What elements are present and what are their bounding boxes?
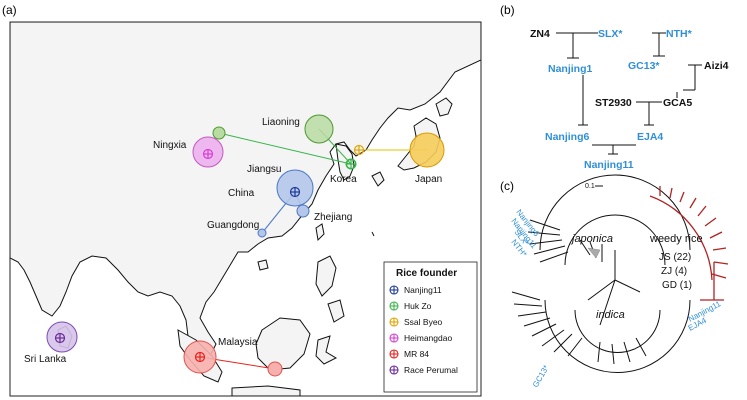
borneo-island [255, 317, 311, 371]
tree-weedy-rice-label: weedy rice [649, 233, 703, 245]
legend-item: MR 84 [389, 349, 429, 359]
legend-label: Nanjing11 [404, 285, 442, 295]
panel-b-label: (b) [500, 3, 515, 17]
sri-lanka-bubble [46, 321, 78, 353]
ped-eja4: EJA4 [637, 131, 663, 143]
tree-japonica-label: japonica [570, 233, 613, 245]
java-island [231, 385, 301, 396]
legend-item: Nanjing11 [389, 285, 442, 295]
panel-a: (a) [2, 3, 482, 397]
ped-slx: SLX* [598, 28, 623, 40]
ped-nanjing6: Nanjing6 [545, 131, 589, 143]
label-malaysia: Malaysia [218, 337, 258, 348]
label-china: China [228, 188, 255, 199]
label-korea: Korea [330, 174, 357, 185]
legend-label: MR 84 [404, 349, 429, 359]
kyushu-island [371, 171, 385, 187]
tree-indica-label: indica [596, 309, 625, 321]
tree-js-label: JS (22) [659, 252, 691, 263]
tree-gd-label: GD (1) [662, 280, 692, 291]
panel-c: (c) 0.1 japonica indica weedy rice JS (2… [500, 174, 729, 389]
philippines-island [315, 255, 337, 297]
legend-label: Huk Zo [404, 301, 432, 311]
legend-label: Ssal Byeo [404, 317, 443, 327]
panel-c-label: (c) [500, 179, 514, 193]
line-ningxia-korea [218, 132, 352, 165]
hainan-island [257, 259, 269, 271]
legend-label: Heimangdao [404, 333, 452, 343]
label-sri-lanka: Sri Lanka [24, 354, 67, 365]
label-zhejiang: Zhejiang [314, 212, 352, 223]
panel-a-label: (a) [2, 3, 17, 17]
borneo-bubble [267, 361, 283, 377]
legend-item: Race Perumal [389, 365, 458, 375]
label-japan: Japan [415, 174, 442, 185]
label-jiangsu: Jiangsu [247, 164, 281, 175]
founder-marker-heimangdao [202, 148, 214, 160]
founder-marker-nanjing11 [289, 186, 301, 198]
ningxia-green-bubble [212, 126, 226, 140]
pedigree-lines [556, 32, 702, 155]
legend-label: Race Perumal [404, 365, 458, 375]
ped-zn4: ZN4 [530, 28, 550, 40]
label-liaoning: Liaoning [262, 117, 300, 128]
legend-item: Ssal Byeo [389, 317, 443, 327]
founder-marker-mr84 [194, 351, 206, 363]
ped-gc13: GC13* [628, 60, 660, 72]
legend-box [383, 261, 478, 393]
ped-gca5: GCA5 [663, 97, 692, 109]
taiwan-island [315, 223, 325, 242]
label-ningxia: Ningxia [153, 140, 187, 151]
panel-b: (b) ZN4 SLX* NTH* Nanjing1 GC13* Aizi4 [500, 3, 729, 171]
ped-nanjing11: Nanjing11 [584, 159, 634, 171]
ped-aizi4: Aizi4 [704, 60, 729, 72]
guangdong-bubble [257, 228, 267, 238]
zhejiang-bubble [296, 204, 310, 218]
label-guangdong: Guangdong [207, 220, 259, 231]
pacific-islands [371, 231, 375, 237]
tree-gc13: GC13* [531, 364, 551, 389]
hokkaido-island [435, 97, 453, 117]
tree-scale-label: 0.1 [585, 183, 595, 190]
ped-st2930: ST2930 [595, 97, 632, 109]
mindanao-island [327, 299, 345, 323]
ped-nth: NTH* [666, 28, 693, 40]
japonica-wedge [587, 247, 601, 259]
liaoning-bubble [304, 114, 334, 144]
legend-item: Heimangdao [389, 333, 452, 343]
founder-marker-ssal-byeo [353, 144, 365, 156]
japan-bubble [409, 132, 445, 168]
ped-nanjing1: Nanjing1 [548, 63, 592, 75]
sulawesi-island [315, 335, 338, 365]
weedy-rice-branches [649, 186, 729, 301]
founder-marker-huk-zo [345, 158, 357, 170]
tree-branches [511, 174, 691, 373]
legend-title: Rice founder [396, 268, 457, 279]
tree-zj-label: ZJ (4) [661, 266, 687, 277]
founder-marker-race-perumal [54, 332, 66, 344]
legend-item: Huk Zo [389, 301, 432, 311]
asia-mainland [10, 22, 481, 361]
